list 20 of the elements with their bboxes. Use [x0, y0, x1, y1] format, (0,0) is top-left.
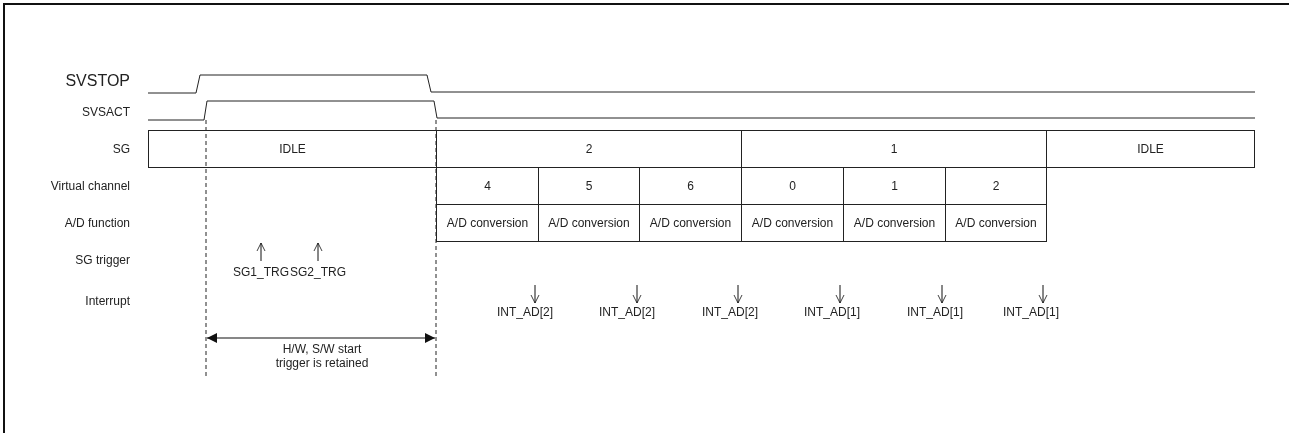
interrupt-label: INT_AD[1]: [907, 305, 963, 319]
signal-name: SVSTOP: [65, 74, 130, 88]
signal-name: A/D function: [64, 216, 130, 230]
signal-name: Interrupt: [85, 294, 130, 308]
interrupt-label: INT_AD[1]: [804, 305, 860, 319]
trigger-label: SG1_TRG: [233, 265, 289, 279]
trigger-label: SG2_TRG: [290, 265, 346, 279]
interrupt-label: INT_AD[2]: [497, 305, 553, 319]
sequence-group-segment: IDLE: [1046, 130, 1255, 168]
interrupt-label: INT_AD[2]: [599, 305, 655, 319]
sequence-group-segment: IDLE: [148, 130, 437, 168]
interrupt-label: INT_AD[2]: [702, 305, 758, 319]
conversion-cell: A/D conversion: [436, 204, 539, 242]
signal-name: SG: [112, 142, 130, 156]
signal-name: SVSACT: [82, 105, 130, 119]
conversion-cell: A/D conversion: [945, 204, 1047, 242]
dimension-label: H/W, S/W start trigger is retained: [274, 342, 370, 370]
interrupt-label: INT_AD[1]: [1003, 305, 1059, 319]
signal-name: SG trigger: [75, 253, 130, 267]
signal-name: Virtual channel: [50, 179, 130, 193]
